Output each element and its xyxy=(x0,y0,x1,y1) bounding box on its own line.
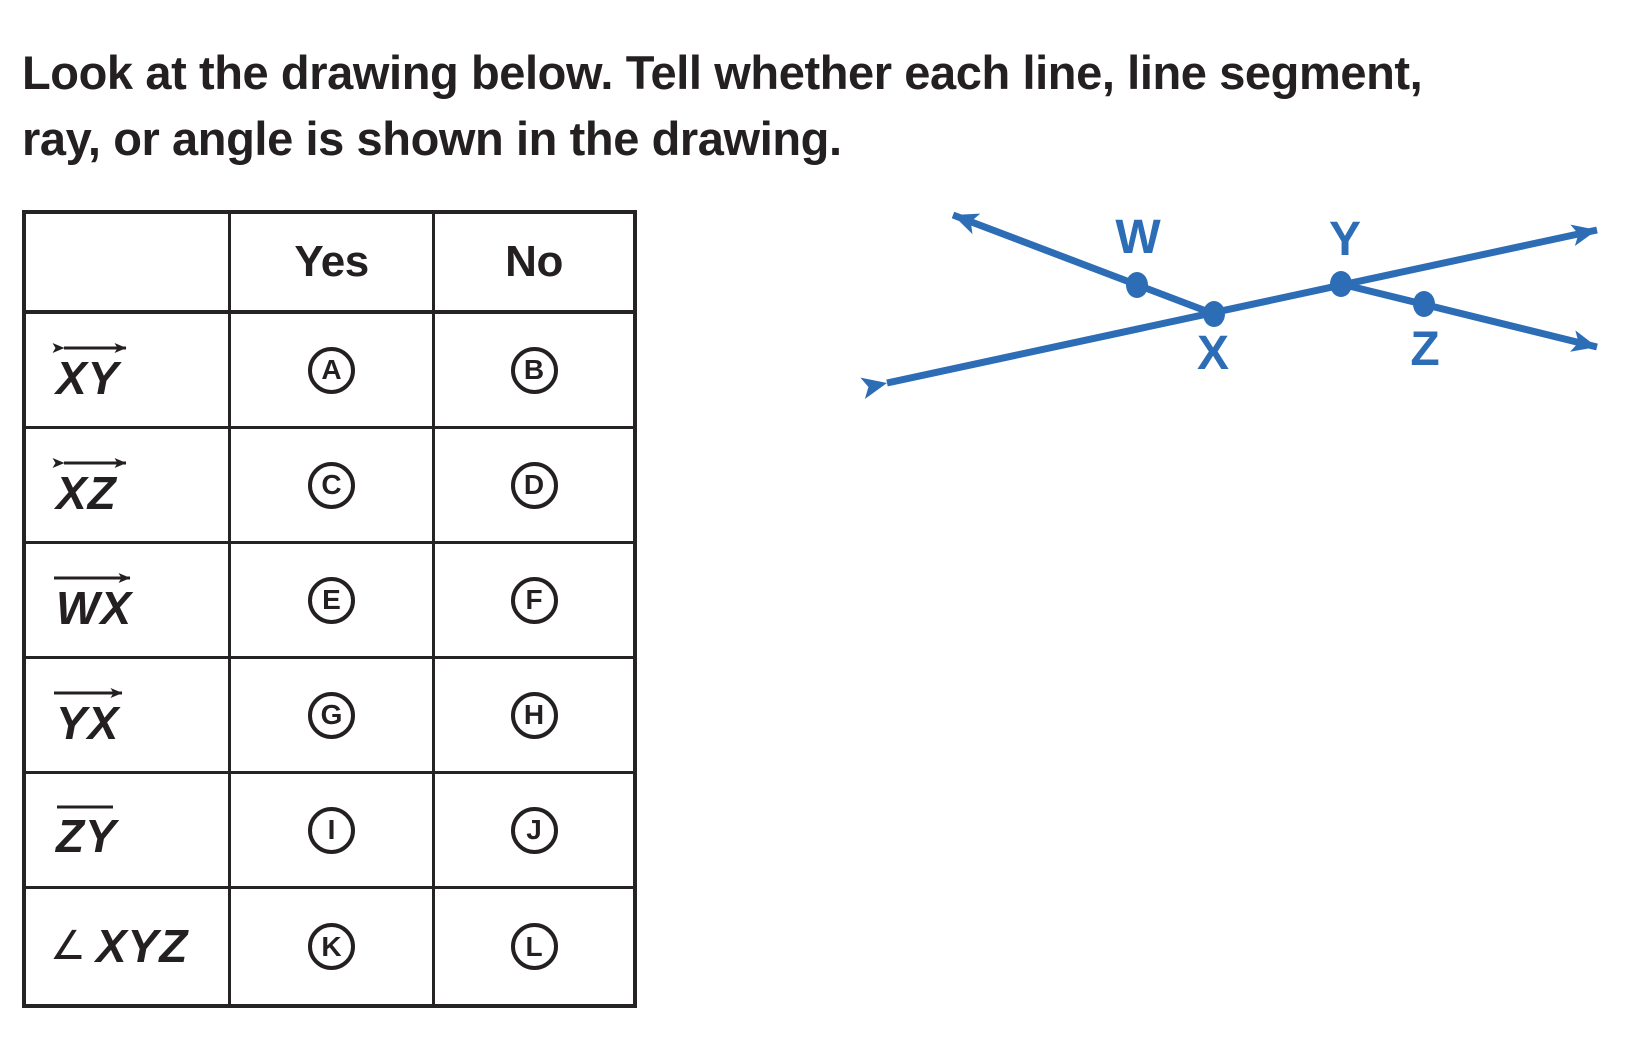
answer-bubble-no[interactable]: F xyxy=(510,576,558,624)
no-cell: J xyxy=(435,774,633,889)
header-empty-cell xyxy=(26,214,231,314)
point-label-w: W xyxy=(1115,211,1161,264)
answer-bubble-yes[interactable]: E xyxy=(308,576,355,624)
answer-bubble-yes[interactable]: K xyxy=(308,923,355,970)
header-yes: Yes xyxy=(231,214,435,314)
geometry-drawing: W X Y Z xyxy=(840,185,1620,425)
no-cell: D xyxy=(435,429,633,544)
notation-ray: WX xyxy=(50,567,145,635)
notation-cell-angle-xyz: ∠ XYZ xyxy=(26,889,231,1004)
notation-cell-ray-yx: YX xyxy=(26,659,231,774)
no-cell: B xyxy=(435,314,633,429)
notation-line: XZ xyxy=(50,452,140,520)
notation-cell-line-xz: XZ xyxy=(26,429,231,544)
notation-letters: YX xyxy=(56,697,120,750)
yes-cell: G xyxy=(231,659,435,774)
notation-letters: ZY xyxy=(56,809,117,862)
ray-arrow-icon xyxy=(54,688,123,699)
answer-bubble-yes[interactable]: G xyxy=(308,691,355,739)
answer-bubble-yes[interactable]: I xyxy=(308,806,355,854)
table-header-row: Yes No xyxy=(26,214,633,314)
notation-letters: XY xyxy=(56,352,120,405)
yes-cell: E xyxy=(231,544,435,659)
notation-angle: ∠ XYZ xyxy=(50,920,189,973)
answer-bubble-yes[interactable]: A xyxy=(308,346,355,394)
line-double-arrow-icon xyxy=(52,458,127,469)
no-cell: F xyxy=(435,544,633,659)
line-double-arrow-icon xyxy=(52,343,127,354)
segment-bar-icon xyxy=(57,805,113,809)
ray-arrow-icon xyxy=(54,573,131,584)
notation-segment: ZY xyxy=(50,800,117,860)
point-label-x: X xyxy=(1197,327,1229,380)
no-cell: H xyxy=(435,659,633,774)
no-cell: L xyxy=(435,889,633,1004)
question-text-line2: ray, or angle is shown in the drawing. xyxy=(22,112,842,165)
line-through-x-y xyxy=(860,224,1598,400)
notation-line: XY xyxy=(50,337,140,405)
notation-cell-segment-zy: ZY xyxy=(26,774,231,889)
header-no: No xyxy=(435,214,633,314)
notation-letters: WX xyxy=(56,582,133,635)
point-dot-x xyxy=(1203,301,1225,327)
yes-cell: A xyxy=(231,314,435,429)
table-row: XY A B xyxy=(26,314,633,429)
table-row: WX E F xyxy=(26,544,633,659)
table-row: ∠ XYZ K L xyxy=(26,889,633,1004)
answer-bubble-no[interactable]: L xyxy=(510,923,558,970)
ray-from-y-through-z xyxy=(1340,280,1598,352)
point-label-z: Z xyxy=(1410,323,1439,376)
table-row: YX G H xyxy=(26,659,633,774)
angle-icon: ∠ xyxy=(50,923,86,970)
notation-ray: YX xyxy=(50,682,145,750)
question-text-line1: Look at the drawing below. Tell whether … xyxy=(22,46,1423,99)
answer-bubble-no[interactable]: J xyxy=(510,806,558,854)
answer-bubble-no[interactable]: D xyxy=(510,461,558,509)
notation-cell-ray-wx: WX xyxy=(26,544,231,659)
point-dot-w xyxy=(1126,272,1148,298)
answer-bubble-no[interactable]: H xyxy=(510,691,558,739)
table-row: ZY I J xyxy=(26,774,633,889)
answer-table: Yes No XY A B XZ xyxy=(22,210,637,1008)
ray-from-x-through-w xyxy=(951,211,1216,318)
point-dot-z xyxy=(1413,291,1435,317)
question-text: Look at the drawing below. Tell whether … xyxy=(22,40,1423,172)
yes-cell: C xyxy=(231,429,435,544)
notation-letters: XYZ xyxy=(95,920,189,973)
answer-bubble-yes[interactable]: C xyxy=(308,461,355,509)
yes-cell: I xyxy=(231,774,435,889)
notation-cell-line-xy: XY xyxy=(26,314,231,429)
point-label-y: Y xyxy=(1329,213,1361,266)
answer-bubble-no[interactable]: B xyxy=(510,346,558,394)
yes-cell: K xyxy=(231,889,435,1004)
table-row: XZ C D xyxy=(26,429,633,544)
notation-letters: XZ xyxy=(56,467,117,520)
point-dot-y xyxy=(1330,271,1352,297)
